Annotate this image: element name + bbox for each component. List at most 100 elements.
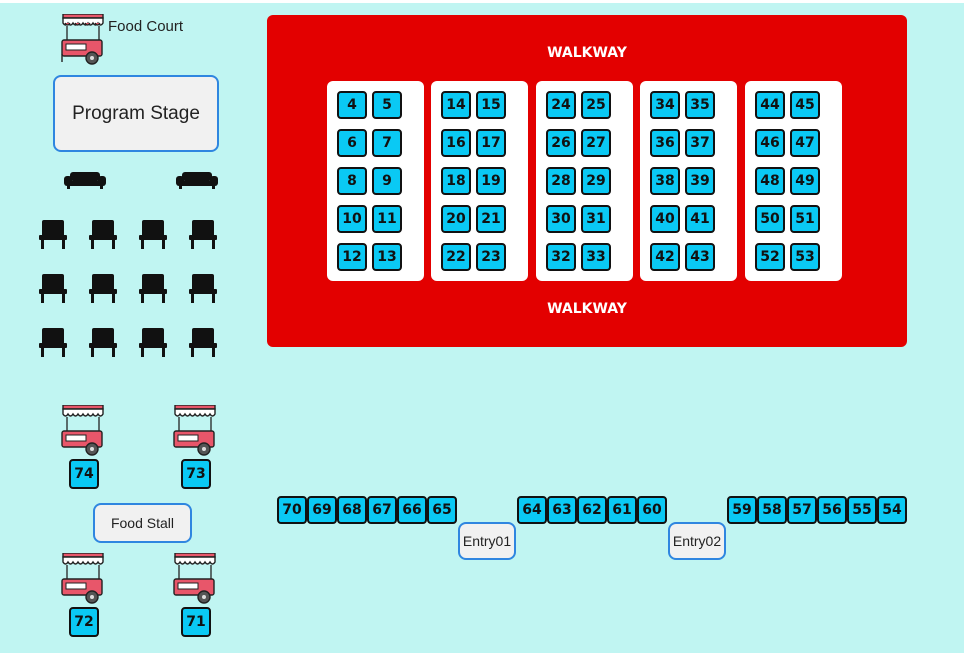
booth-57[interactable]: 57: [787, 496, 817, 524]
chair-icon: [88, 218, 118, 254]
food-cart-icon: [172, 405, 216, 456]
booth-53[interactable]: 53: [790, 243, 820, 271]
booth-72[interactable]: 72: [69, 607, 99, 637]
chair-icon: [38, 218, 68, 254]
booth-6[interactable]: 6: [337, 129, 367, 157]
booth-59[interactable]: 59: [727, 496, 757, 524]
booth-29[interactable]: 29: [581, 167, 611, 195]
booth-18[interactable]: 18: [441, 167, 471, 195]
booth-36[interactable]: 36: [650, 129, 680, 157]
booth-21[interactable]: 21: [476, 205, 506, 233]
booth-52[interactable]: 52: [755, 243, 785, 271]
booth-54[interactable]: 54: [877, 496, 907, 524]
booth-43[interactable]: 43: [685, 243, 715, 271]
chair-icon: [188, 272, 218, 308]
booth-61[interactable]: 61: [607, 496, 637, 524]
booth-37[interactable]: 37: [685, 129, 715, 157]
booth-68[interactable]: 68: [337, 496, 367, 524]
booth-44[interactable]: 44: [755, 91, 785, 119]
booth-35[interactable]: 35: [685, 91, 715, 119]
booth-22[interactable]: 22: [441, 243, 471, 271]
food-cart-icon: [60, 14, 104, 65]
booth-32[interactable]: 32: [546, 243, 576, 271]
booth-27[interactable]: 27: [581, 129, 611, 157]
booth-26[interactable]: 26: [546, 129, 576, 157]
entry02-button[interactable]: Entry02: [668, 522, 726, 560]
booth-17[interactable]: 17: [476, 129, 506, 157]
booth-73[interactable]: 73: [181, 459, 211, 489]
chair-icon: [188, 218, 218, 254]
booth-12[interactable]: 12: [337, 243, 367, 271]
walkway-top-label: WALKWAY: [547, 45, 627, 61]
chair-icon: [138, 326, 168, 362]
booth-30[interactable]: 30: [546, 205, 576, 233]
booth-65[interactable]: 65: [427, 496, 457, 524]
booth-42[interactable]: 42: [650, 243, 680, 271]
booth-49[interactable]: 49: [790, 167, 820, 195]
food-stall-label[interactable]: Food Stall: [93, 503, 192, 543]
booth-56[interactable]: 56: [817, 496, 847, 524]
food-cart-icon: [172, 553, 216, 604]
booth-40[interactable]: 40: [650, 205, 680, 233]
booth-24[interactable]: 24: [546, 91, 576, 119]
booth-55[interactable]: 55: [847, 496, 877, 524]
booth-69[interactable]: 69: [307, 496, 337, 524]
booth-23[interactable]: 23: [476, 243, 506, 271]
booth-19[interactable]: 19: [476, 167, 506, 195]
chair-icon: [138, 218, 168, 254]
top-border: [0, 0, 964, 3]
booth-64[interactable]: 64: [517, 496, 547, 524]
booth-11[interactable]: 11: [372, 205, 402, 233]
booth-4[interactable]: 4: [337, 91, 367, 119]
sofa-icon: [176, 170, 218, 194]
food-court-label: Food Court: [108, 18, 184, 35]
booth-71[interactable]: 71: [181, 607, 211, 637]
booth-70[interactable]: 70: [277, 496, 307, 524]
booth-39[interactable]: 39: [685, 167, 715, 195]
booth-45[interactable]: 45: [790, 91, 820, 119]
booth-15[interactable]: 15: [476, 91, 506, 119]
booth-34[interactable]: 34: [650, 91, 680, 119]
booth-50[interactable]: 50: [755, 205, 785, 233]
booth-67[interactable]: 67: [367, 496, 397, 524]
booth-46[interactable]: 46: [755, 129, 785, 157]
booth-16[interactable]: 16: [441, 129, 471, 157]
booth-9[interactable]: 9: [372, 167, 402, 195]
booth-28[interactable]: 28: [546, 167, 576, 195]
booth-47[interactable]: 47: [790, 129, 820, 157]
entry01-button[interactable]: Entry01: [458, 522, 516, 560]
booth-60[interactable]: 60: [637, 496, 667, 524]
booth-51[interactable]: 51: [790, 205, 820, 233]
booth-41[interactable]: 41: [685, 205, 715, 233]
booth-66[interactable]: 66: [397, 496, 427, 524]
chair-icon: [188, 326, 218, 362]
booth-74[interactable]: 74: [69, 459, 99, 489]
booth-8[interactable]: 8: [337, 167, 367, 195]
booth-33[interactable]: 33: [581, 243, 611, 271]
booth-5[interactable]: 5: [372, 91, 402, 119]
booth-14[interactable]: 14: [441, 91, 471, 119]
booth-20[interactable]: 20: [441, 205, 471, 233]
booth-7[interactable]: 7: [372, 129, 402, 157]
booth-38[interactable]: 38: [650, 167, 680, 195]
booth-62[interactable]: 62: [577, 496, 607, 524]
booth-31[interactable]: 31: [581, 205, 611, 233]
booth-58[interactable]: 58: [757, 496, 787, 524]
booth-63[interactable]: 63: [547, 496, 577, 524]
chair-icon: [88, 326, 118, 362]
chair-icon: [138, 272, 168, 308]
chair-icon: [38, 326, 68, 362]
chair-icon: [38, 272, 68, 308]
booth-48[interactable]: 48: [755, 167, 785, 195]
food-cart-icon: [60, 405, 104, 456]
booth-10[interactable]: 10: [337, 205, 367, 233]
sofa-icon: [64, 170, 106, 194]
program-stage[interactable]: Program Stage: [53, 75, 219, 152]
booth-13[interactable]: 13: [372, 243, 402, 271]
booth-25[interactable]: 25: [581, 91, 611, 119]
